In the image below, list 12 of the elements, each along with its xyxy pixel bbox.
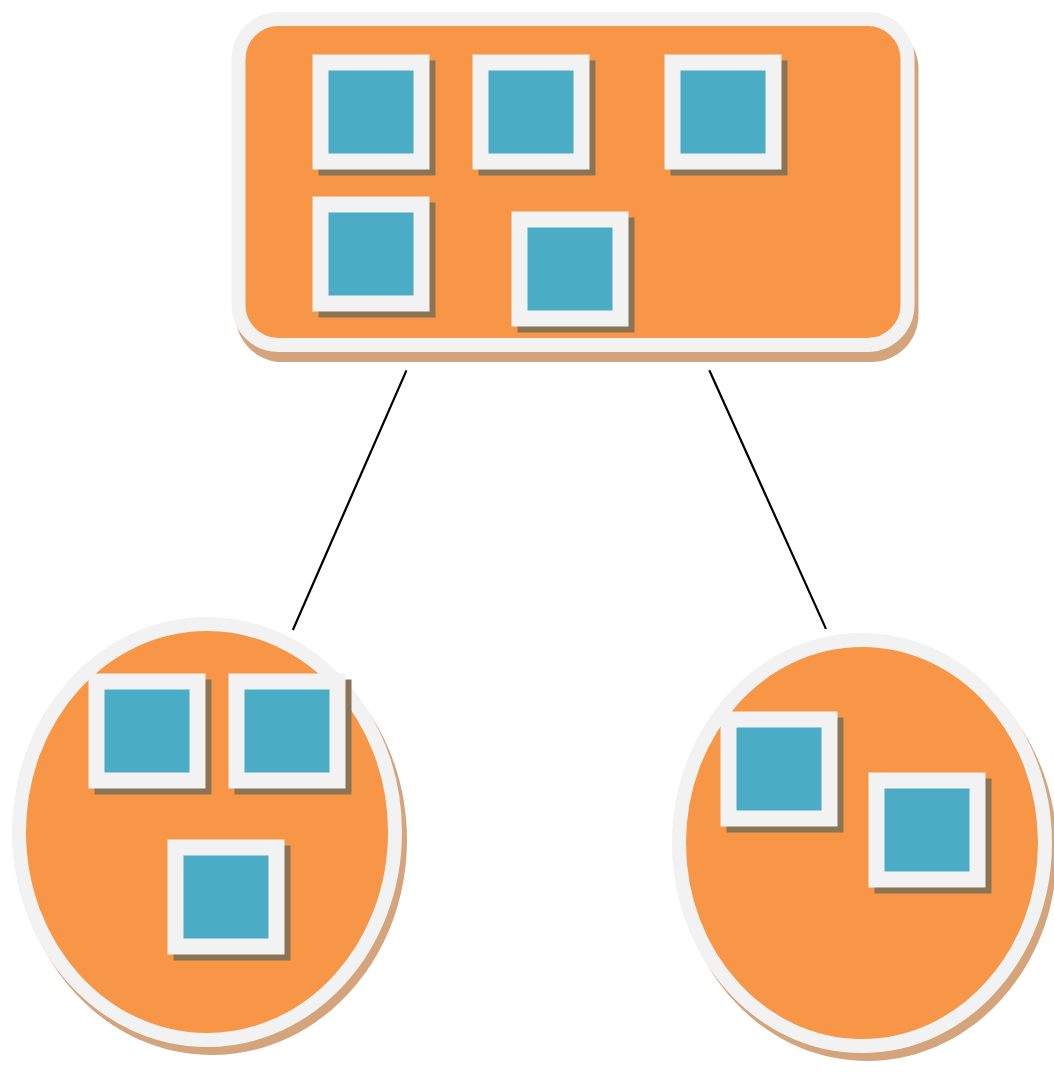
connector-line	[708, 369, 827, 630]
square-box	[167, 839, 291, 961]
square-box	[472, 54, 596, 176]
connector-line	[291, 369, 408, 631]
square-box	[868, 772, 992, 894]
square-box	[720, 711, 844, 833]
square-box	[228, 673, 352, 795]
square-box	[664, 54, 788, 176]
square-box	[312, 54, 436, 176]
square-box	[511, 211, 635, 333]
square-box	[88, 673, 212, 795]
square-box	[312, 196, 436, 318]
